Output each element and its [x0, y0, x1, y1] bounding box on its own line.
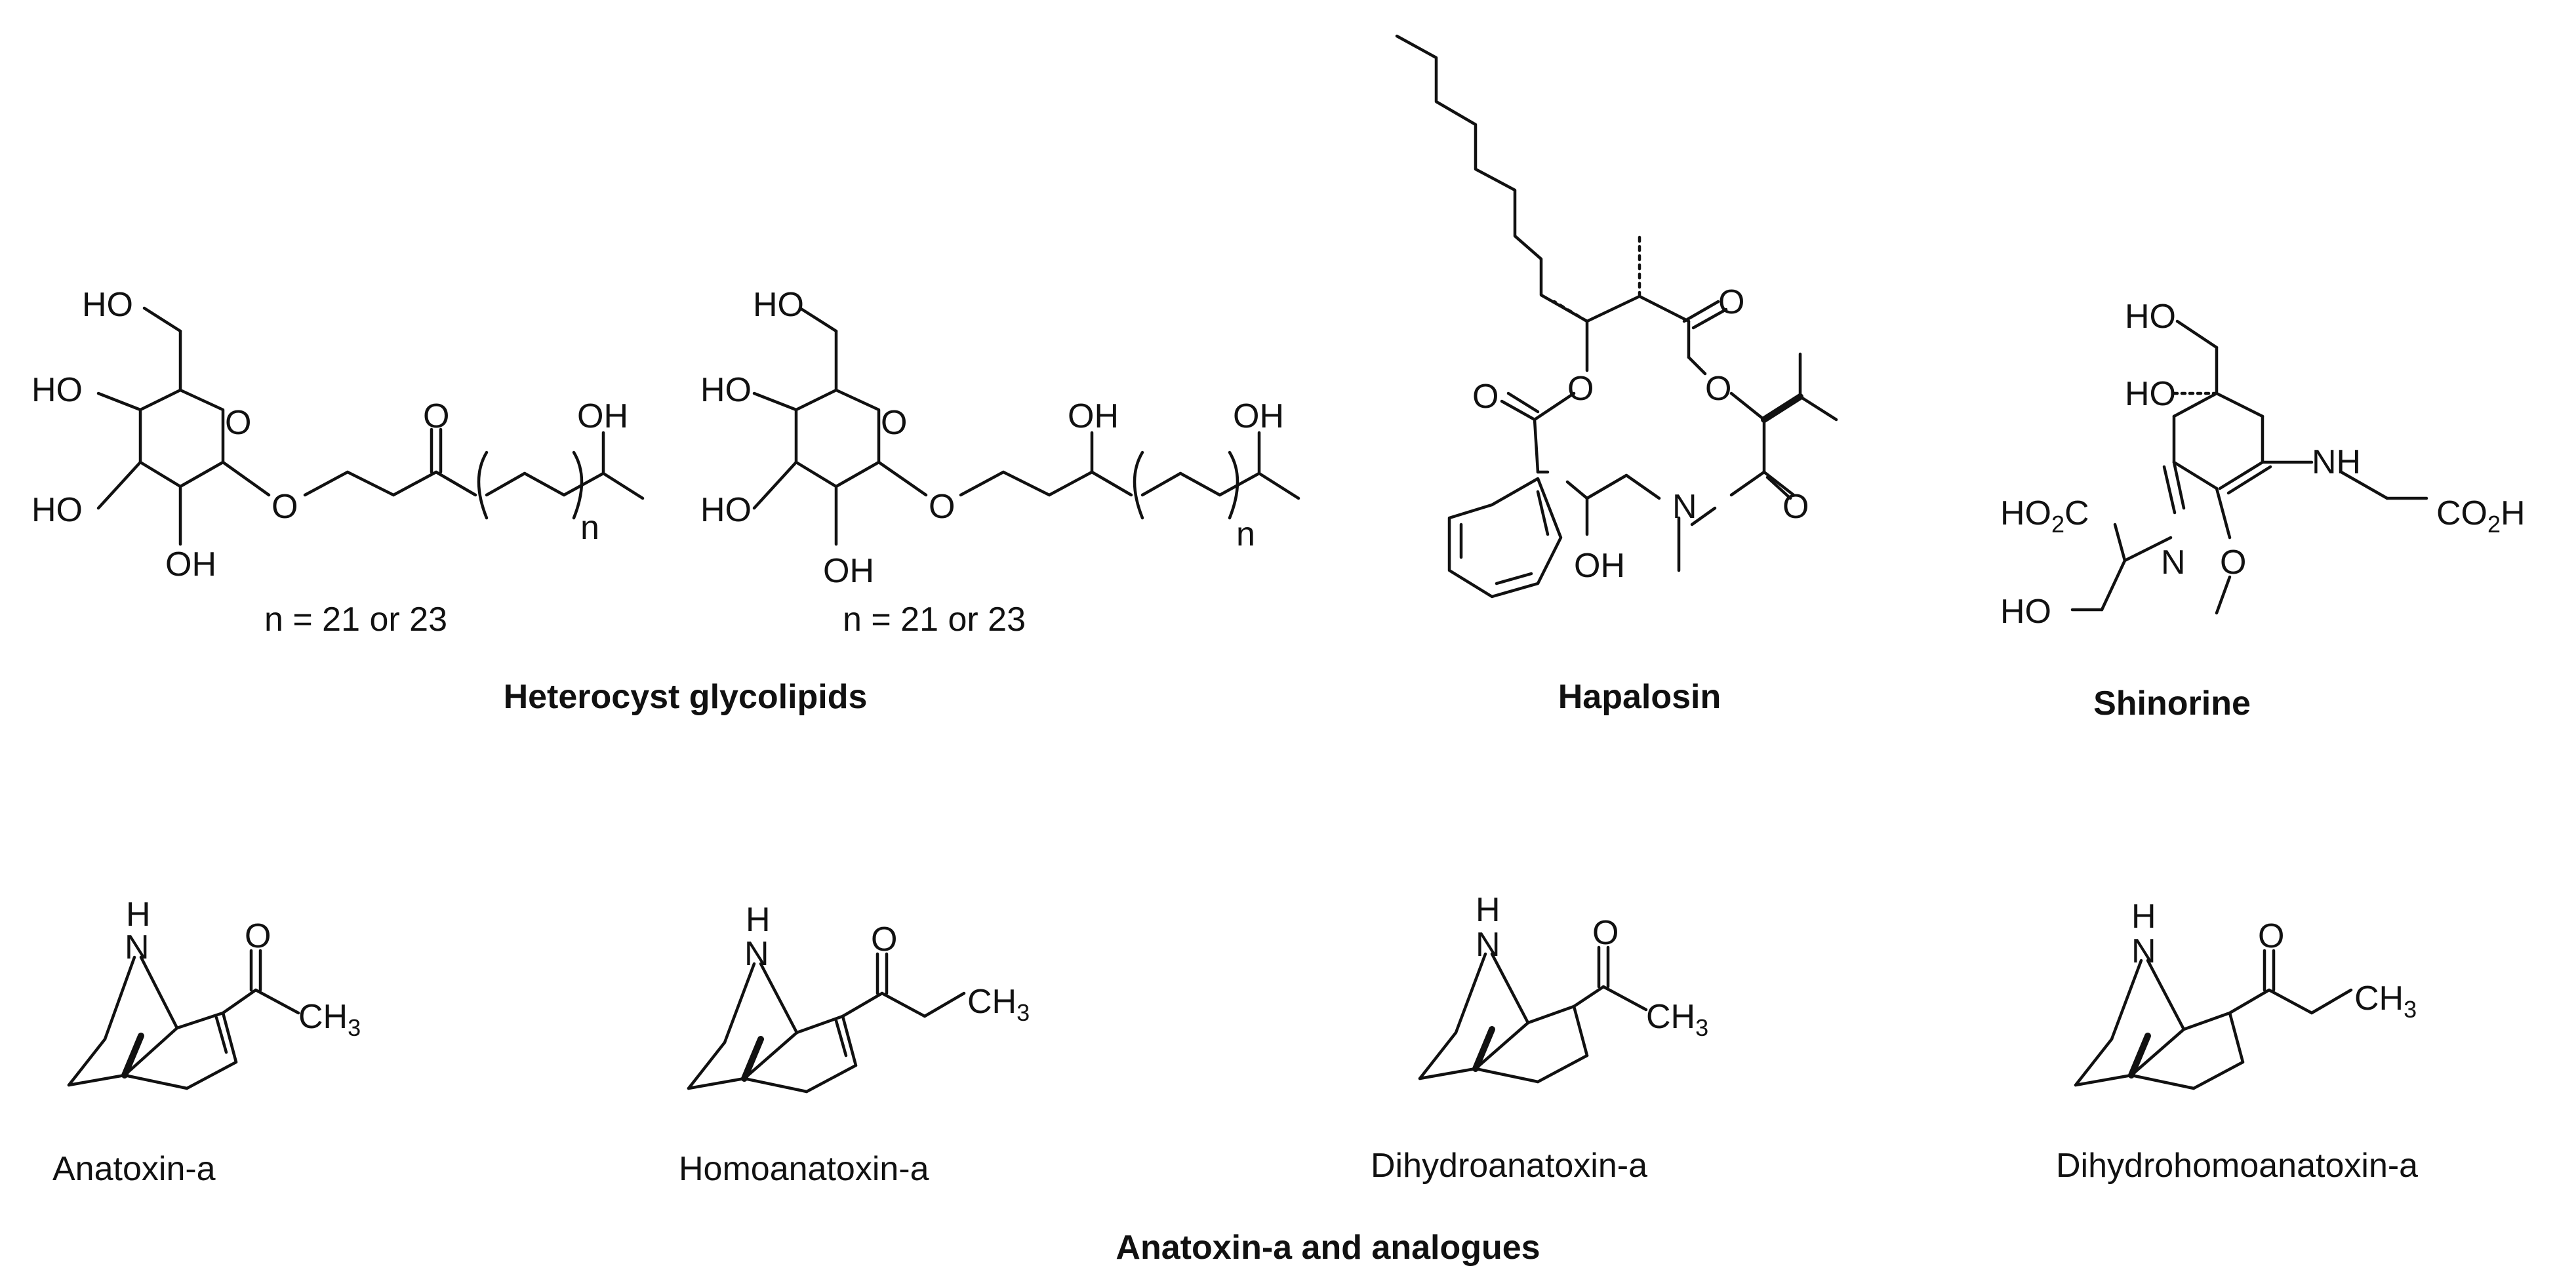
oh-label: OH	[1233, 397, 1284, 435]
ho-label: HO	[753, 286, 804, 324]
nitrogen-label: N	[1672, 488, 1697, 526]
oh-label: OH	[577, 397, 628, 435]
oh-label: OH	[1574, 547, 1625, 585]
ho-label: HO	[700, 371, 752, 409]
methoxy-oxygen-label: O	[2220, 544, 2246, 582]
oxygen-label: O	[1718, 283, 1744, 321]
oxygen-label: O	[1592, 914, 1619, 952]
glycolipid-1: HO HO HO OH O O O OH n n = 21 or 23	[31, 286, 645, 639]
methyl-label: CH3	[2354, 980, 2417, 1023]
h-label: H	[1476, 891, 1500, 929]
nitrogen-label: N	[744, 935, 769, 973]
n-range-label: n = 21 or 23	[843, 601, 1026, 639]
n-range-label: n = 21 or 23	[264, 601, 447, 639]
ring-oxygen-label: O	[225, 404, 251, 442]
h-label: H	[746, 901, 771, 939]
shinorine-caption: Shinorine	[2093, 684, 2251, 723]
ring-oxygen-label: O	[881, 404, 907, 442]
oxygen-label: O	[245, 917, 271, 955]
methyl-label: CH3	[298, 998, 361, 1041]
methyl-label: CH3	[967, 983, 1030, 1026]
ho-label: HO	[700, 491, 752, 529]
oh-label: OH	[165, 545, 216, 584]
dihydrohomoanatoxin-a-label: Dihydrohomoanatoxin-a	[2056, 1147, 2418, 1185]
repeat-n-label: n	[1236, 515, 1255, 553]
nitrogen-label: N	[1476, 926, 1500, 964]
ho2c-label: HO2C	[2000, 494, 2089, 538]
ho-label: HO	[2000, 593, 2051, 631]
anatoxin-a-label: Anatoxin-a	[52, 1150, 216, 1188]
oh-label: OH	[1068, 397, 1119, 435]
ho-label: HO	[31, 371, 83, 409]
oxygen-label: O	[272, 488, 298, 526]
hapalosin: O O O O N O OH	[1395, 34, 1838, 599]
nitrogen-label: N	[2131, 932, 2156, 970]
oxygen-label: O	[2258, 917, 2284, 955]
glycolipid-2: HO HO HO OH O O OH OH n n = 21 or 23	[700, 286, 1300, 639]
dihydrohomoanatoxin-a-structure: H N O CH3	[2074, 898, 2417, 1090]
homoanatoxin-a-structure: H N O CH3	[687, 901, 1030, 1094]
anatoxin-a-structure: H N O CH3	[67, 896, 361, 1090]
co2h-label: CO2H	[2436, 494, 2526, 538]
anatoxin-group-caption: Anatoxin-a and analogues	[1116, 1229, 1540, 1267]
ho-label: HO	[31, 491, 83, 529]
heterocyst-caption: Heterocyst glycolipids	[504, 678, 868, 716]
shinorine: HO HO NH HO2C CO2H N O HO	[2000, 298, 2526, 631]
nh-label: NH	[2312, 443, 2361, 481]
oh-label: OH	[823, 552, 874, 590]
repeat-n-label: n	[580, 509, 599, 547]
oxygen-label: O	[1705, 370, 1731, 408]
imine-nitrogen-label: N	[2161, 544, 2186, 582]
methyl-label: CH3	[1646, 998, 1708, 1041]
ho-label: HO	[2125, 375, 2176, 413]
dihydroanatoxin-a-structure: H N O CH3	[1418, 891, 1708, 1084]
ho-label: HO	[2125, 298, 2176, 336]
h-label: H	[2131, 898, 2156, 936]
nitrogen-label: N	[125, 928, 150, 966]
homoanatoxin-a-label: Homoanatoxin-a	[679, 1150, 929, 1188]
oxygen-label: O	[1472, 378, 1499, 416]
oxygen-label: O	[1782, 488, 1809, 526]
dihydroanatoxin-a-label: Dihydroanatoxin-a	[1371, 1147, 1647, 1185]
carbonyl-oxygen-label: O	[423, 397, 449, 435]
oxygen-label: O	[1567, 370, 1594, 408]
h-label: H	[126, 896, 151, 934]
oxygen-label: O	[929, 488, 955, 526]
hapalosin-caption: Hapalosin	[1558, 678, 1721, 716]
oxygen-label: O	[871, 921, 897, 959]
ho-label: HO	[82, 286, 133, 324]
